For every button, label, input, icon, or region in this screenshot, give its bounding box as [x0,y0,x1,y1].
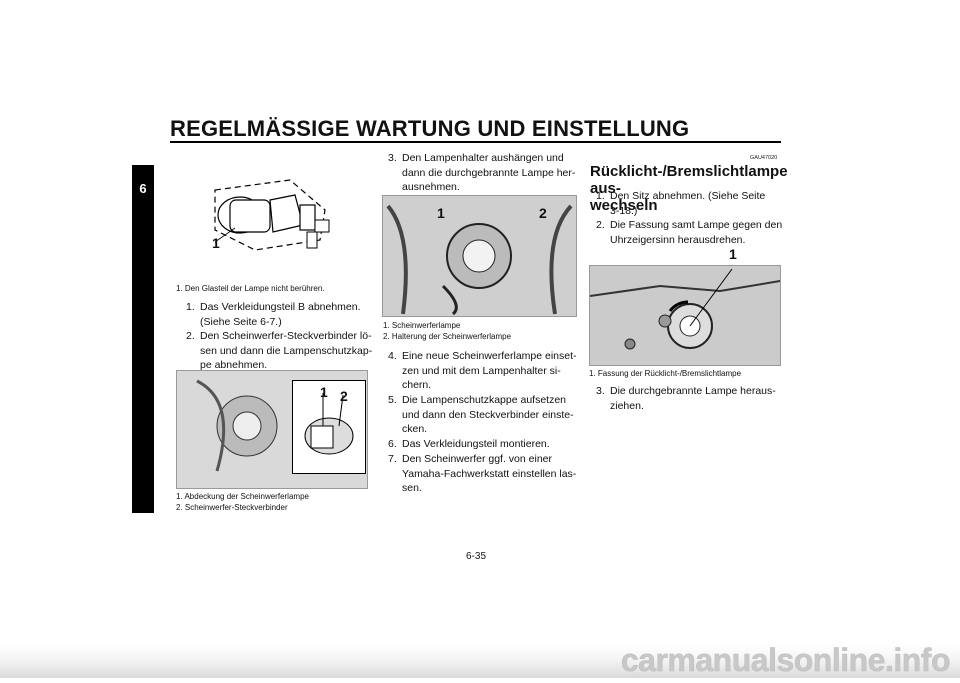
chapter-number: 6 [139,181,147,196]
step-number: 1. [596,190,605,202]
doc-code: GAU47020 [750,155,778,161]
step-line: Den Lampenhalter aushängen und [402,152,564,164]
section-heading: Rücklicht-/Bremslichtlampe aus- wechseln [590,163,790,214]
caption-line: 1. Fassung der Rücklicht-/Bremslichtlamp… [589,369,742,378]
heading-line: wechseln [590,197,658,214]
fig2-caption: 1. Abdeckung der Scheinwerferlampe 2. Sc… [176,491,309,513]
step-text: Die durchgebrannte Lampe heraus- ziehen. [610,384,776,413]
fig4-callout: 1 [729,246,737,262]
step-item: 1. Das Verkleidungsteil B abnehmen. (Sie… [186,300,376,329]
photo-lineart [589,268,781,350]
step-number: 3. [596,385,605,397]
step-line: dann die durchgebrannte Lampe her- [402,166,576,179]
fig2-inset [292,380,366,474]
watermark-logo: carmanualsonline.info [0,638,960,678]
page-number: 6-35 [466,551,487,562]
step-item: 6. Das Verkleidungsteil montieren. [388,437,583,452]
step-line: ausnehmen. [402,181,460,193]
step-number: 7. [388,453,397,465]
step-number: 3. [388,152,397,164]
step-text: Den Lampenhalter aushängen und dann die … [402,151,575,195]
step-line: (Siehe Seite 6-7.) [200,315,282,328]
step-number: 2. [186,330,195,342]
fig1-callout: 1 [212,235,220,251]
col2-step3: 3. Den Lampenhalter aushängen und dann d… [388,151,583,195]
step-line: Das Verkleidungsteil montieren. [402,438,550,450]
step-item: 2. Die Fassung samt Lampe gegen den Uhrz… [596,218,786,247]
fig2-callout-1: 1 [320,384,328,400]
step-text: Die Lampenschutzkappe aufsetzen und dann… [402,393,574,437]
step-item: 2. Den Scheinwerfer-Steckverbinder lö- s… [186,329,376,373]
step-line: Die durchgebrannte Lampe heraus- [610,385,776,397]
svg-text:carmanualsonline.info: carmanualsonline.info [621,642,950,678]
step-line: und dann den Steckverbinder einste- [402,408,574,421]
step-line: Eine neue Scheinwerferlampe einset- [402,350,577,362]
step-item: 7. Den Scheinwerfer ggf. von einer Yamah… [388,452,583,496]
step-line: ziehen. [610,399,644,412]
step-number: 2. [596,219,605,231]
step-item: 5. Die Lampenschutzkappe aufsetzen und d… [388,393,583,437]
step-text: Den Scheinwerfer-Steckverbinder lö- sen … [200,329,372,373]
step-item: 4. Eine neue Scheinwerferlampe einset- z… [388,349,583,393]
step-number: 5. [388,394,397,406]
step-line: pe abnehmen. [200,359,268,371]
step-line: Die Fassung samt Lampe gegen den [610,219,783,231]
fig2-callout-2: 2 [340,388,348,404]
step-item: 1. Den Sitz abnehmen. (Siehe Seite 3-18.… [596,189,786,218]
step-text: Das Verkleidungsteil montieren. [402,437,550,452]
col2-steps: 4. Eine neue Scheinwerferlampe einset- z… [388,349,583,496]
step-text: Eine neue Scheinwerferlampe einset- zen … [402,349,577,393]
step-line: zen und mit dem Lampenhalter si- [402,364,561,377]
caption-line: 2. Scheinwerfer-Steckverbinder [176,503,288,512]
step-text: Den Scheinwerfer ggf. von einer Yamaha-F… [402,452,576,496]
step-item: 3. Den Lampenhalter aushängen und dann d… [388,151,583,195]
caption-line: 1. Scheinwerferlampe [383,321,461,330]
fig3-callout-2: 2 [539,205,547,221]
col3-steps: 1. Den Sitz abnehmen. (Siehe Seite 3-18.… [596,189,786,247]
chapter-tab [132,165,154,513]
step-line: Den Scheinwerfer-Steckverbinder lö- [200,330,372,342]
step-line: sen. [402,482,422,494]
step-line: Yamaha-Fachwerkstatt einstellen las- [402,467,577,480]
step-text: Die Fassung samt Lampe gegen den Uhrzeig… [610,218,782,247]
step-line: 3-18.) [610,204,638,217]
caption-line: 1. Abdeckung der Scheinwerferlampe [176,492,309,501]
taillight-socket-photo [589,265,781,366]
step-line: cken. [402,423,428,435]
fig1-caption: 1. Den Glasteil der Lampe nicht berühren… [176,283,325,294]
step-item: 3. Die durchgebrannte Lampe heraus- zieh… [596,384,786,413]
title-rule [170,141,781,143]
bulb-illustration [214,179,330,251]
fig4-caption: 1. Fassung der Rücklicht-/Bremslichtlamp… [589,368,741,379]
page-title: REGELMÄSSIGE WARTUNG UND EINSTELLUNG [170,116,690,141]
step-number: 4. [388,350,397,362]
col3-step3: 3. Die durchgebrannte Lampe heraus- zieh… [596,384,786,413]
step-line: Das Verkleidungsteil B abnehmen. [200,301,361,313]
step-line: Uhrzeigersinn herausdrehen. [610,233,746,246]
fig3-callout-1: 1 [437,205,445,221]
heading-line: Rücklicht-/Bremslichtlampe aus- [590,163,788,197]
step-line: sen und dann die Lampenschutzkap- [200,344,373,357]
step-line: Die Lampenschutzkappe aufsetzen [402,394,567,406]
step-number: 1. [186,301,195,313]
col1-steps: 1. Das Verkleidungsteil B abnehmen. (Sie… [186,300,376,373]
fig3-caption: 1. Scheinwerferlampe 2. Halterung der Sc… [383,320,511,342]
watermark-band: carmanualsonline.info [0,638,960,678]
step-text: Das Verkleidungsteil B abnehmen. (Siehe … [200,300,361,329]
step-line: Den Scheinwerfer ggf. von einer [402,453,552,465]
step-text: Den Sitz abnehmen. (Siehe Seite 3-18.) [610,189,765,218]
caption-line: 2. Halterung der Scheinwerferlampe [383,332,512,341]
step-number: 6. [388,438,397,450]
headlight-bulb-photo [382,195,577,317]
caption-line: 1. Den Glasteil der Lampe nicht berühren… [176,284,325,293]
inset-lineart [304,393,354,455]
photo-lineart [386,204,573,316]
step-line: chern. [402,379,432,391]
photo-lineart [196,379,278,472]
step-line: Den Sitz abnehmen. (Siehe Seite [610,190,766,202]
